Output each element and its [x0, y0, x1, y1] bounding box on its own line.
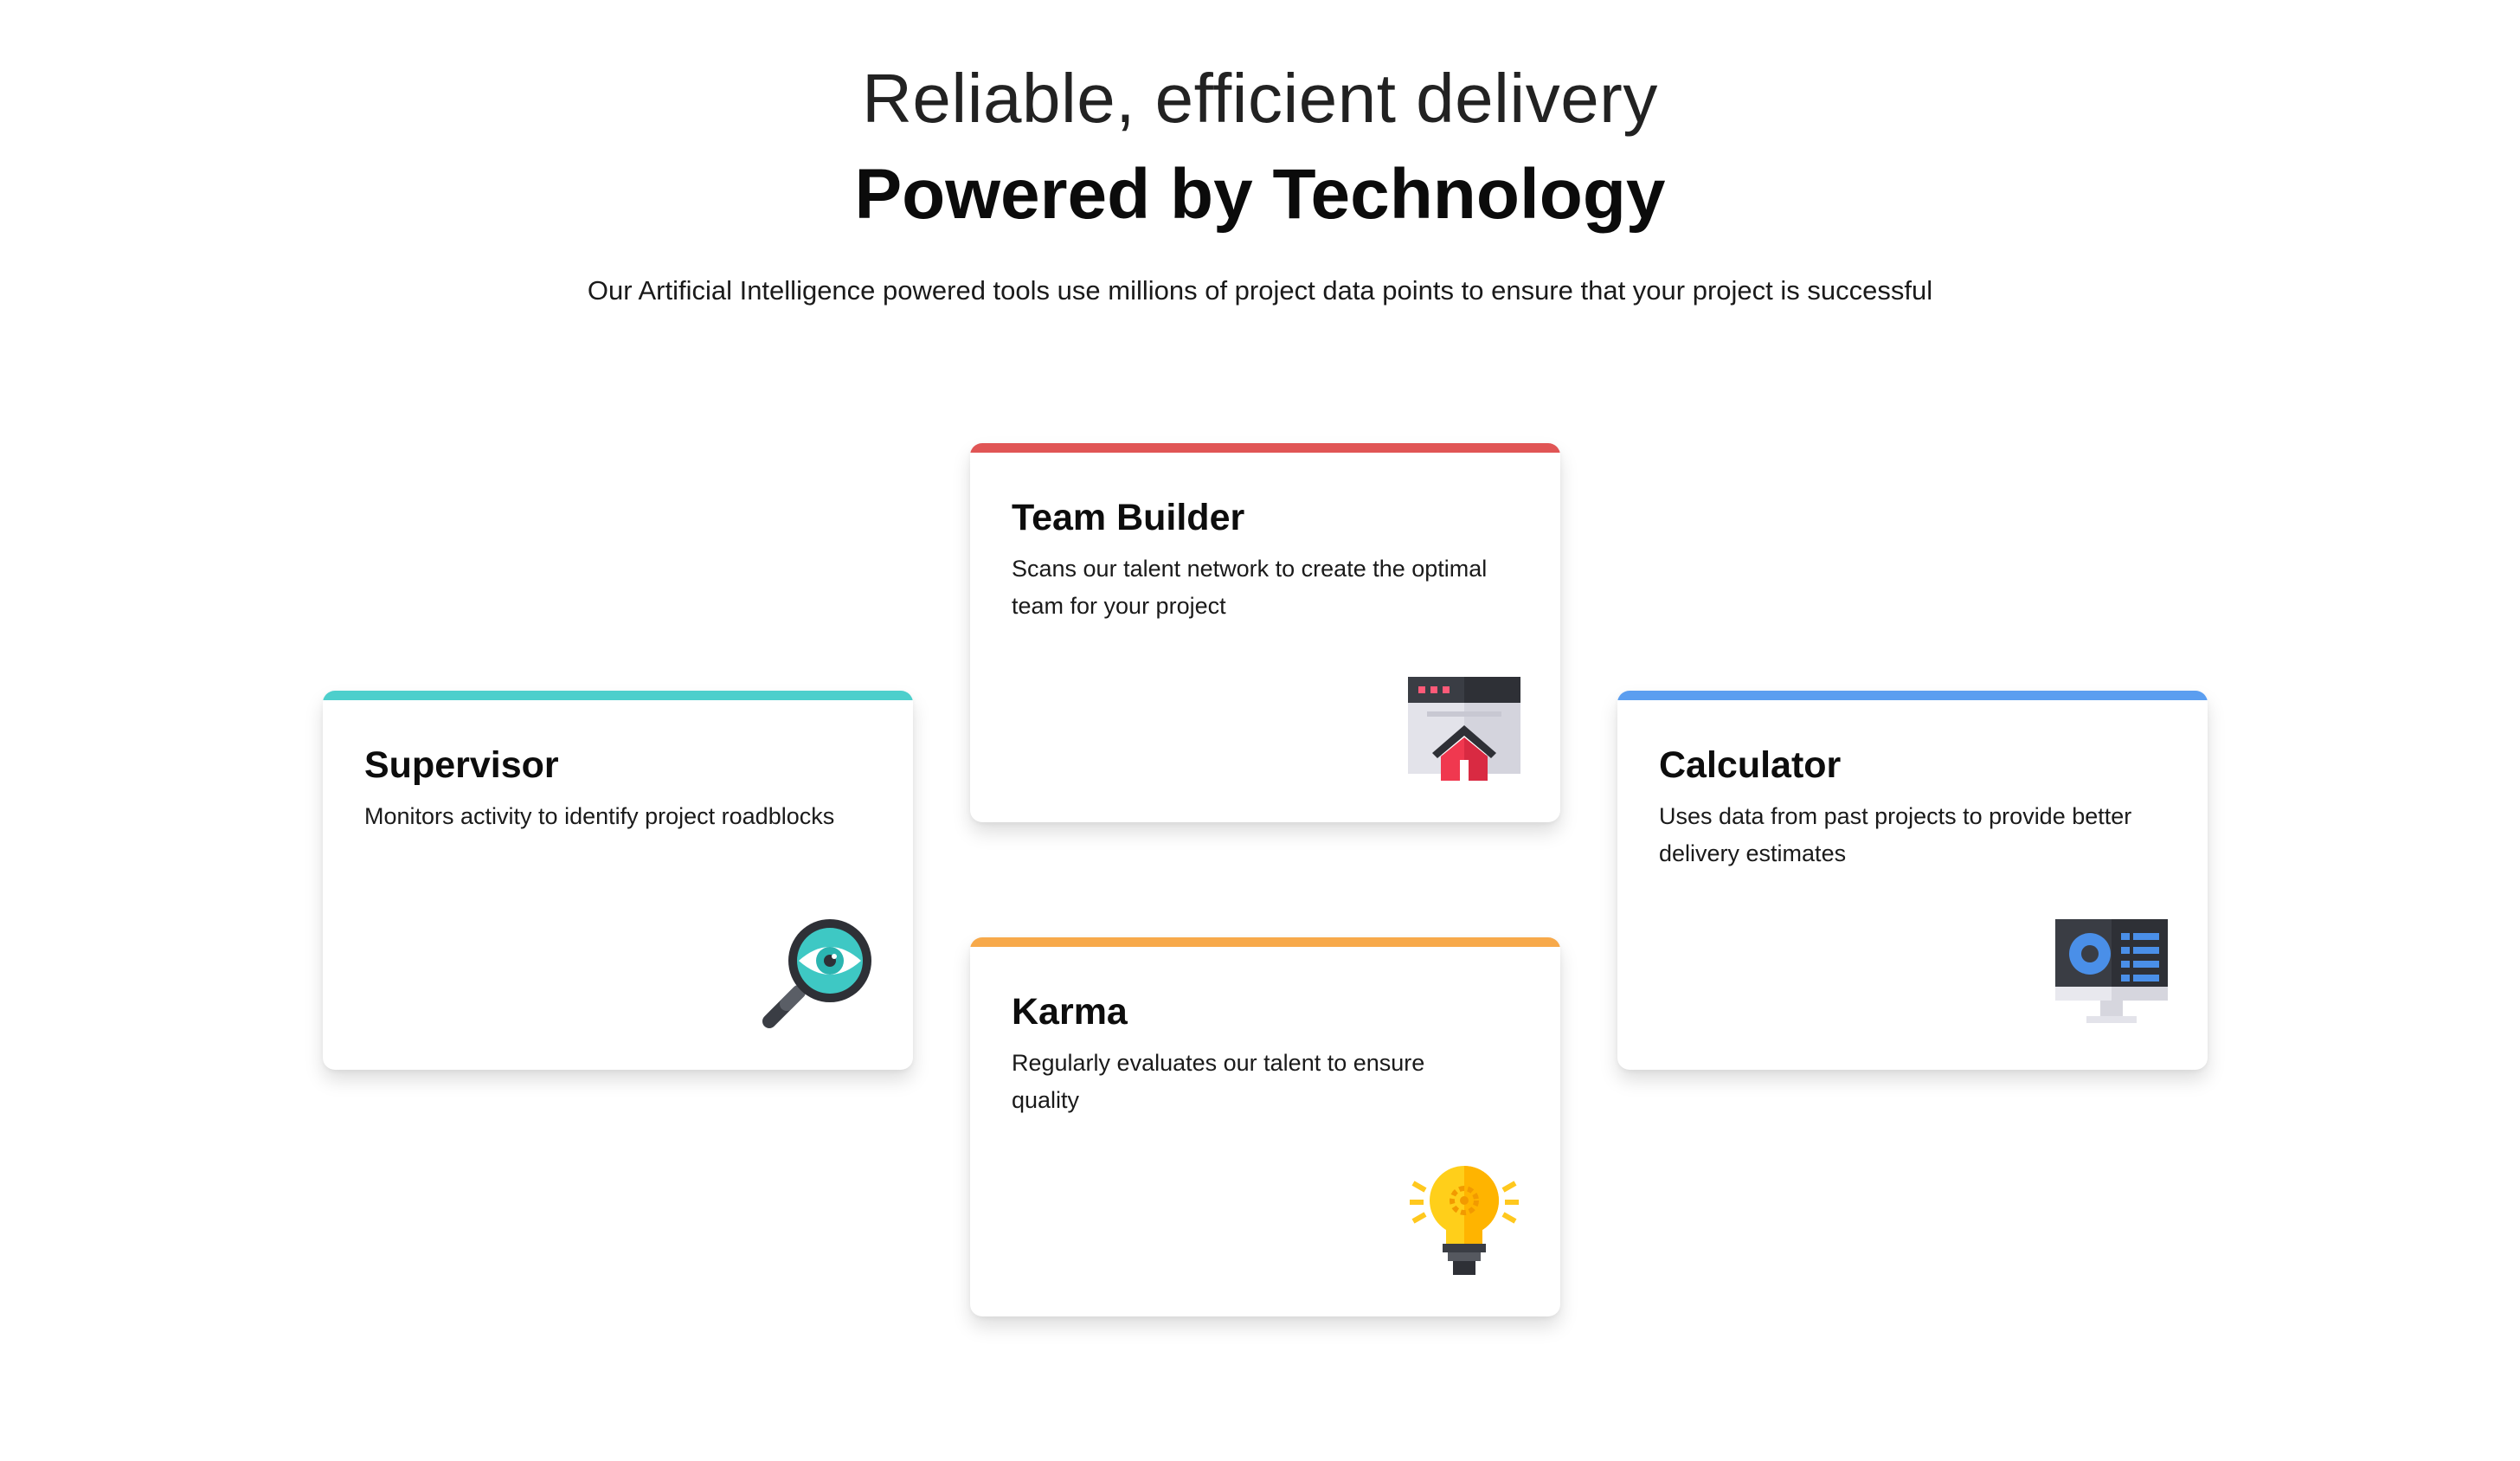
card-accent-bar	[323, 691, 913, 700]
card-accent-bar	[970, 443, 1560, 453]
card-accent-bar	[970, 937, 1560, 947]
team-builder-icon	[1408, 670, 1520, 782]
card-title: Supervisor	[364, 744, 559, 786]
magnifier-eye-icon	[761, 917, 873, 1030]
card-description: Regularly evaluates our talent to ensure…	[1012, 1050, 1425, 1113]
card-supervisor: Supervisor Monitors activity to identify…	[323, 691, 913, 1070]
card-description: Monitors activity to identify project ro…	[364, 803, 835, 829]
card-description: Scans our talent network to create the o…	[1012, 556, 1488, 619]
card-title: Karma	[1012, 991, 1128, 1033]
card-title: Team Builder	[1012, 497, 1245, 538]
card-karma: Karma Regularly evaluates our talent to …	[970, 937, 1560, 1316]
card-title: Calculator	[1659, 744, 1842, 786]
card-team-builder: Team Builder Scans our talent network to…	[970, 443, 1560, 822]
card-accent-bar	[1617, 691, 2208, 700]
hero-tagline: Reliable, efficient delivery	[862, 60, 1658, 137]
card-description: Uses data from past projects to provide …	[1659, 803, 2132, 866]
lightbulb-icon	[1408, 1164, 1520, 1277]
hero-headline: Powered by Technology	[854, 155, 1666, 234]
card-calculator: Calculator Uses data from past projects …	[1617, 691, 2208, 1070]
monitor-dashboard-icon	[2055, 917, 2168, 1030]
hero-description: Our Artificial Intelligence powered tool…	[587, 275, 1933, 306]
